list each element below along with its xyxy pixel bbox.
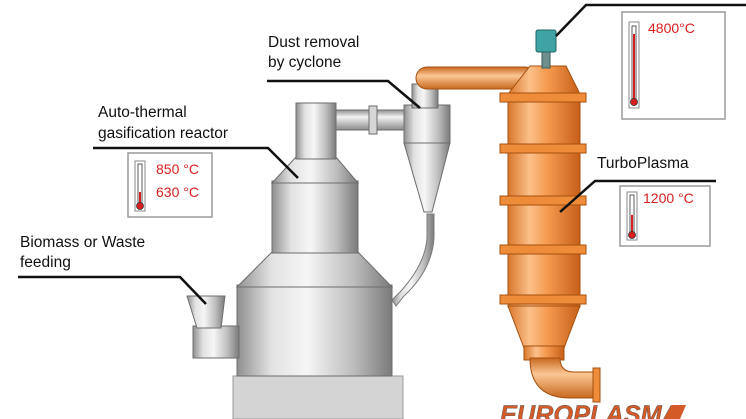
thermometer-box-torch: 4800°C [621, 11, 726, 120]
turboplasma-vessel [499, 65, 601, 403]
plasma-torch [535, 29, 557, 69]
brand-name: EUROPLASMA [500, 401, 680, 419]
label-reactor-line2: gasification reactor [98, 125, 228, 142]
reactor-base [232, 375, 404, 419]
leader-dust-removal [267, 79, 421, 109]
leader-torch [555, 3, 746, 37]
temp-reading-reactor-low: 630 °C [156, 184, 199, 200]
label-biomass-line1: Biomass or Waste [20, 234, 145, 251]
temp-reading-reactor-high: 850 °C [156, 161, 199, 177]
leader-reactor [93, 146, 299, 179]
thermometer-icon [628, 21, 640, 109]
brand-accent-icon [666, 405, 686, 419]
leader-turboplasma [559, 179, 716, 213]
label-turboplasma: TurboPlasma [597, 155, 689, 172]
thermometer-icon [626, 191, 638, 241]
temp-reading-turboplasma: 1200 °C [643, 190, 694, 206]
gasification-reactor [235, 102, 394, 377]
europlasma-logo: EUROPLASMA [500, 401, 686, 419]
label-dust-removal-line2: by cyclone [268, 54, 341, 71]
label-dust-removal-line1: Dust removal [268, 34, 359, 51]
label-biomass-line2: feeding [20, 254, 71, 271]
leader-lines [18, 3, 746, 305]
biomass-feeding-hopper [186, 295, 240, 359]
thermometer-box-reactor: 850 °C 630 °C [127, 152, 213, 218]
leader-biomass [18, 275, 207, 305]
cyclone [391, 83, 451, 307]
label-reactor-line1: Auto-thermal [98, 104, 187, 121]
temp-reading-torch: 4800°C [648, 20, 695, 36]
thermometer-icon [134, 160, 146, 212]
reactor-cyclone-duct [335, 105, 407, 135]
thermometer-box-turboplasma: 1200 °C [619, 185, 711, 247]
